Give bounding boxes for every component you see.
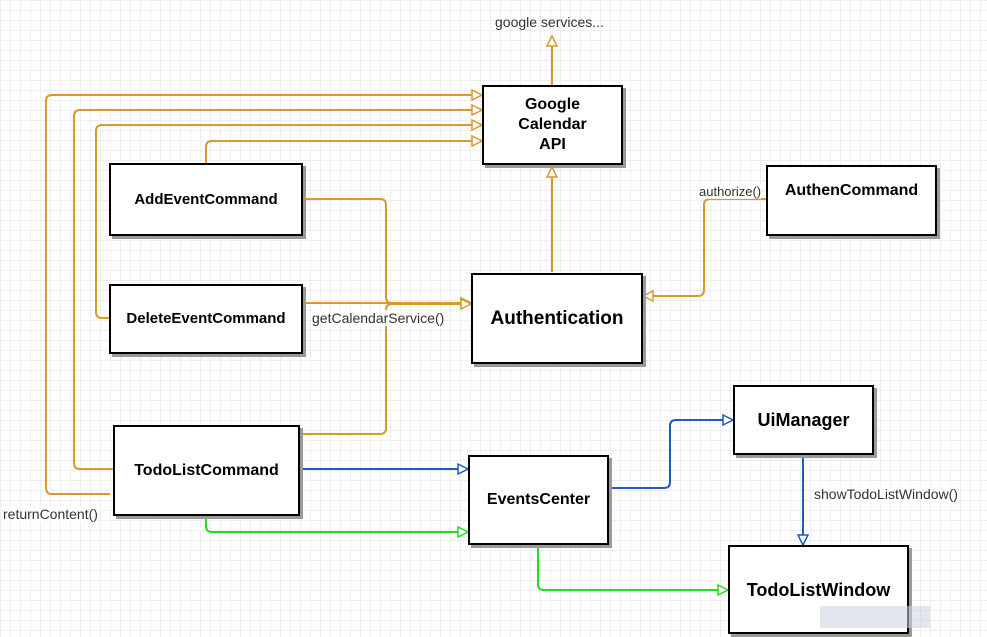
authorize-label: authorize() (699, 184, 762, 199)
delete-event-command-node: DeleteEventCommand (109, 284, 303, 354)
return-content-label: returnContent() (3, 506, 98, 522)
edge-return-content-loop (45, 95, 482, 495)
get-calendar-service-label: getCalendarService() (312, 310, 445, 326)
edge-events-to-uimanager (609, 420, 733, 489)
edge-todolist-to-auth (300, 304, 471, 435)
google-calendar-api-node: Google Calendar API (482, 85, 623, 165)
google-services-label: google services... (495, 14, 604, 30)
show-todolist-window-label: showTodoListWindow() (814, 486, 958, 502)
edge-add-to-auth (302, 198, 471, 303)
ui-manager-node: UiManager (733, 385, 874, 455)
todolist-command-node: TodoListCommand (113, 425, 300, 516)
edge-delete-to-api (95, 125, 482, 319)
events-center-node: EventsCenter (468, 455, 609, 545)
add-event-command-node: AddEventCommand (109, 163, 303, 236)
screenshot-watermark (820, 606, 930, 628)
edge-events-to-window-green (537, 545, 728, 590)
edge-todolist-to-api (73, 110, 482, 470)
authentication-node: Authentication (471, 273, 643, 364)
authen-command-node: AuthenCommand (766, 165, 937, 236)
edge-authen-to-auth (643, 198, 766, 296)
edge-todolist-to-events-green (205, 516, 468, 532)
edge-add-to-api (205, 141, 482, 163)
